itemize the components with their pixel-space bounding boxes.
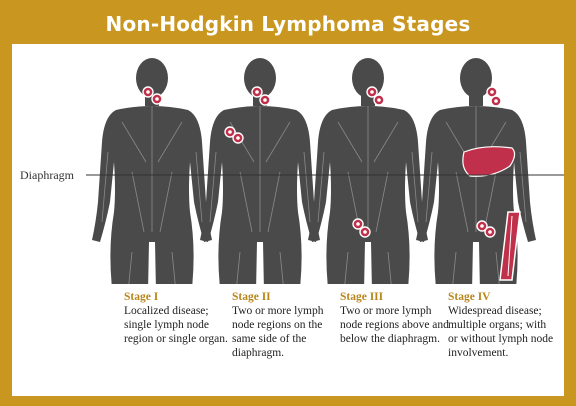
stage-4-label: Stage IV [448, 290, 558, 304]
stage-1-description: Localized disease; single lymph node reg… [124, 304, 234, 346]
stage-2-description: Two or more lymph node regions on the sa… [232, 304, 342, 360]
diaphragm-label: Diaphragm [20, 168, 74, 183]
stage-3-label: Stage III [340, 290, 450, 304]
stage-3-caption: Stage III Two or more lymph node regions… [340, 290, 450, 346]
diagram-title: Non-Hodgkin Lymphoma Stages [0, 0, 576, 46]
stage-2-caption: Stage II Two or more lymph node regions … [232, 290, 342, 360]
diagram-panel: Diaphragm Stage I Localized disease; sin… [12, 44, 564, 396]
stage-2-label: Stage II [232, 290, 342, 304]
stage-4-description: Widespread disease; multiple organs; wit… [448, 304, 558, 360]
stage-2-figure [200, 58, 320, 284]
stage-4-caption: Stage IV Widespread disease; multiple or… [448, 290, 558, 360]
stage-3-figure [308, 58, 428, 284]
stage-3-description: Two or more lymph node regions above and… [340, 304, 450, 346]
stage-1-label: Stage I [124, 290, 234, 304]
stage-1-caption: Stage I Localized disease; single lymph … [124, 290, 234, 346]
body-figures [12, 44, 564, 284]
stage-4-figure [416, 58, 536, 284]
stage-1-figure [92, 58, 212, 284]
